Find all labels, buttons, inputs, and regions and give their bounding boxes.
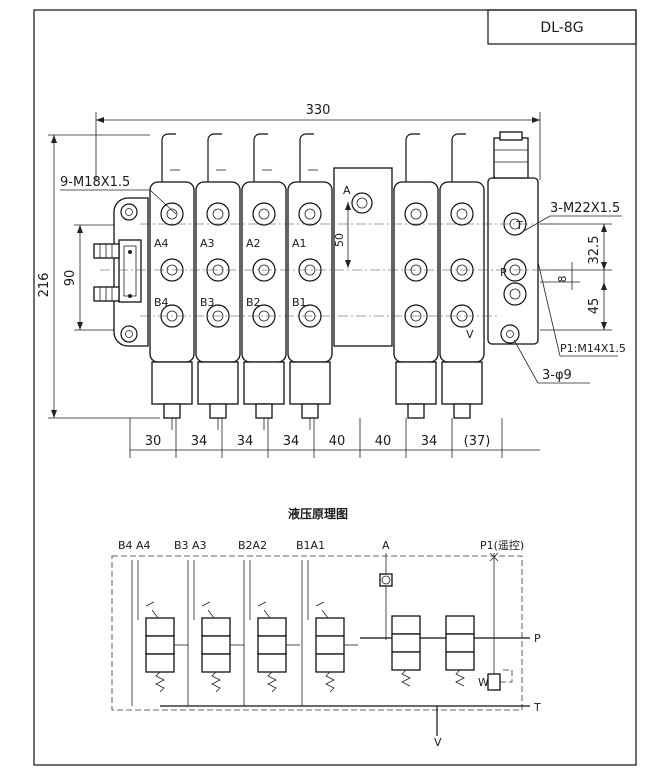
bottom-dim: 40	[375, 434, 392, 449]
hydraulic-schematic: B4 A4 B3 A3 B2A2 B1A1 A P1(遥控) P T V W	[111, 538, 541, 749]
dim-mount-spacing: 90	[63, 270, 78, 287]
bottom-dim: 34	[421, 434, 438, 449]
port-label-upper: A1	[292, 237, 307, 250]
bottom-dim: 40	[329, 434, 346, 449]
valve-assembly: 330 216 90	[37, 103, 626, 458]
sch-label-a: A	[382, 539, 390, 552]
schematic-valve-right-1	[391, 615, 421, 687]
port-label-lower: B3	[200, 296, 215, 309]
port-label-lower: B4	[154, 296, 169, 309]
port-label-upper: A3	[200, 237, 215, 250]
schematic-valve-4	[131, 560, 188, 706]
sch-label-p1: P1(遥控)	[480, 538, 524, 552]
sch-label-b3: B3	[174, 539, 189, 552]
sch-label-b2a2: B2A2	[238, 539, 267, 552]
model-number: DL-8G	[540, 20, 583, 36]
sch-label-a4: A4	[136, 539, 151, 552]
callout-mount-holes: 3-φ9	[542, 368, 572, 383]
inlet-p-label: P	[500, 266, 507, 279]
bottom-dim: 30	[145, 434, 162, 449]
schematic-title: 液压原理图	[288, 506, 348, 521]
right-section-1	[393, 133, 439, 419]
right-section-2	[439, 133, 485, 419]
sch-label-b4: B4	[118, 539, 133, 552]
port-label-upper: A4	[154, 237, 169, 250]
inlet-t-label: T	[515, 219, 523, 232]
inlet-fitting	[493, 137, 529, 179]
mount-hole-top	[120, 203, 138, 221]
dim-port-spacing: 50	[333, 233, 346, 247]
bottom-dim: (37)	[464, 434, 491, 449]
sch-label-a3: A3	[192, 539, 207, 552]
port-label-lower: B1	[292, 296, 307, 309]
left-bracket	[118, 239, 142, 303]
port-label-upper: A2	[246, 237, 261, 250]
schematic-valve-2	[243, 560, 300, 706]
dim-overall-height: 216	[37, 273, 52, 298]
sch-label-t: T	[533, 701, 541, 714]
bottom-dim: 34	[237, 434, 254, 449]
inlet-v-label: V	[466, 328, 474, 341]
sch-label-v: V	[434, 736, 442, 749]
mount-hole-bottom	[120, 325, 138, 343]
drawing-frame	[33, 9, 637, 766]
sch-label-p: P	[534, 632, 541, 645]
bottom-dim: 34	[283, 434, 300, 449]
callout-inlet-thread: 3-M22X1.5	[550, 201, 620, 216]
schematic-valve-right-2	[445, 615, 475, 687]
center-port-section: A	[333, 167, 393, 347]
left-bolt-top	[93, 243, 120, 259]
callout-pilot-thread: P1:M14X1.5	[560, 342, 626, 355]
schematic-valve-1	[301, 560, 358, 706]
port-label-lower: B2	[246, 296, 261, 309]
inlet-mount-hole	[500, 324, 520, 344]
bottom-dim: 34	[191, 434, 208, 449]
dim-right-2: 8	[556, 276, 569, 283]
sch-label-b1a1: B1A1	[296, 539, 325, 552]
relief-valve	[487, 673, 501, 691]
title-block	[487, 9, 637, 45]
sch-label-w: W	[478, 676, 489, 689]
callout-work-port-thread: 9-M18X1.5	[60, 175, 130, 190]
schematic-valve-3	[187, 560, 244, 706]
dim-overall-width: 330	[306, 103, 331, 118]
left-bolt-bottom	[93, 286, 120, 302]
dim-right-1: 32.5	[587, 236, 602, 265]
a-port-label: A	[343, 184, 351, 197]
dim-right-3: 45	[587, 298, 602, 315]
